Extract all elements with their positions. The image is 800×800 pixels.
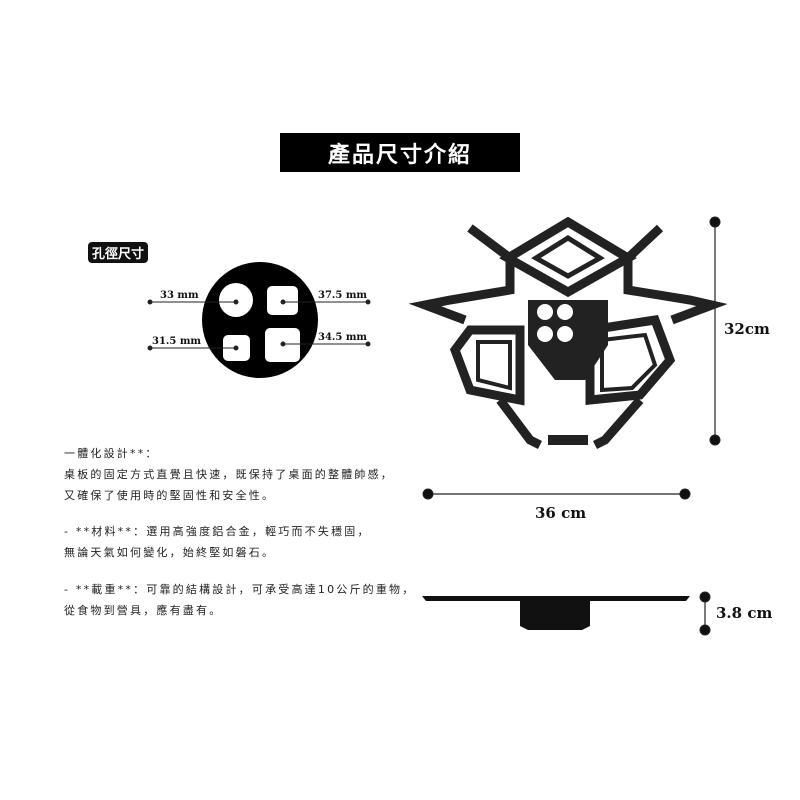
height-dimension-line (709, 216, 721, 446)
hole-size-square-large: 37.5 mm (318, 290, 367, 301)
description-line: 無論天氣如何變化，始終堅如磐石。 (64, 546, 276, 559)
hole-size-square-small: 31.5 mm (152, 336, 201, 347)
description-line: 又確保了使用時的堅固性和安全性。 (64, 489, 276, 502)
thickness-label: 3.8 cm (716, 604, 773, 622)
hole-size-label: 孔徑尺寸 (88, 242, 149, 263)
hole-size-circle: 33 mm (160, 290, 199, 301)
description-line: - **材料**：選用高強度鋁合金，輕巧而不失穩固， (64, 525, 371, 538)
hole-diagram (147, 262, 371, 378)
description-line: 從食物到營具，應有盡有。 (64, 604, 223, 617)
description-line: - **載重**：可靠的結構設計，可承受高達10公斤的重物， (64, 583, 416, 596)
width-dimension-line (422, 488, 691, 500)
thickness-dimension-line (699, 591, 711, 636)
page-title: 產品尺寸介紹 (280, 133, 520, 172)
product-holes (537, 304, 573, 342)
hole-size-square-medium: 34.5 mm (318, 332, 367, 343)
description-line: 桌板的固定方式直覺且快速，既保持了桌面的整體帥感， (64, 468, 394, 481)
height-label: 32cm (724, 320, 770, 338)
width-label: 36 cm (535, 504, 587, 522)
description-line: 一體化設計**： (64, 447, 159, 460)
product-side-view (422, 596, 690, 630)
